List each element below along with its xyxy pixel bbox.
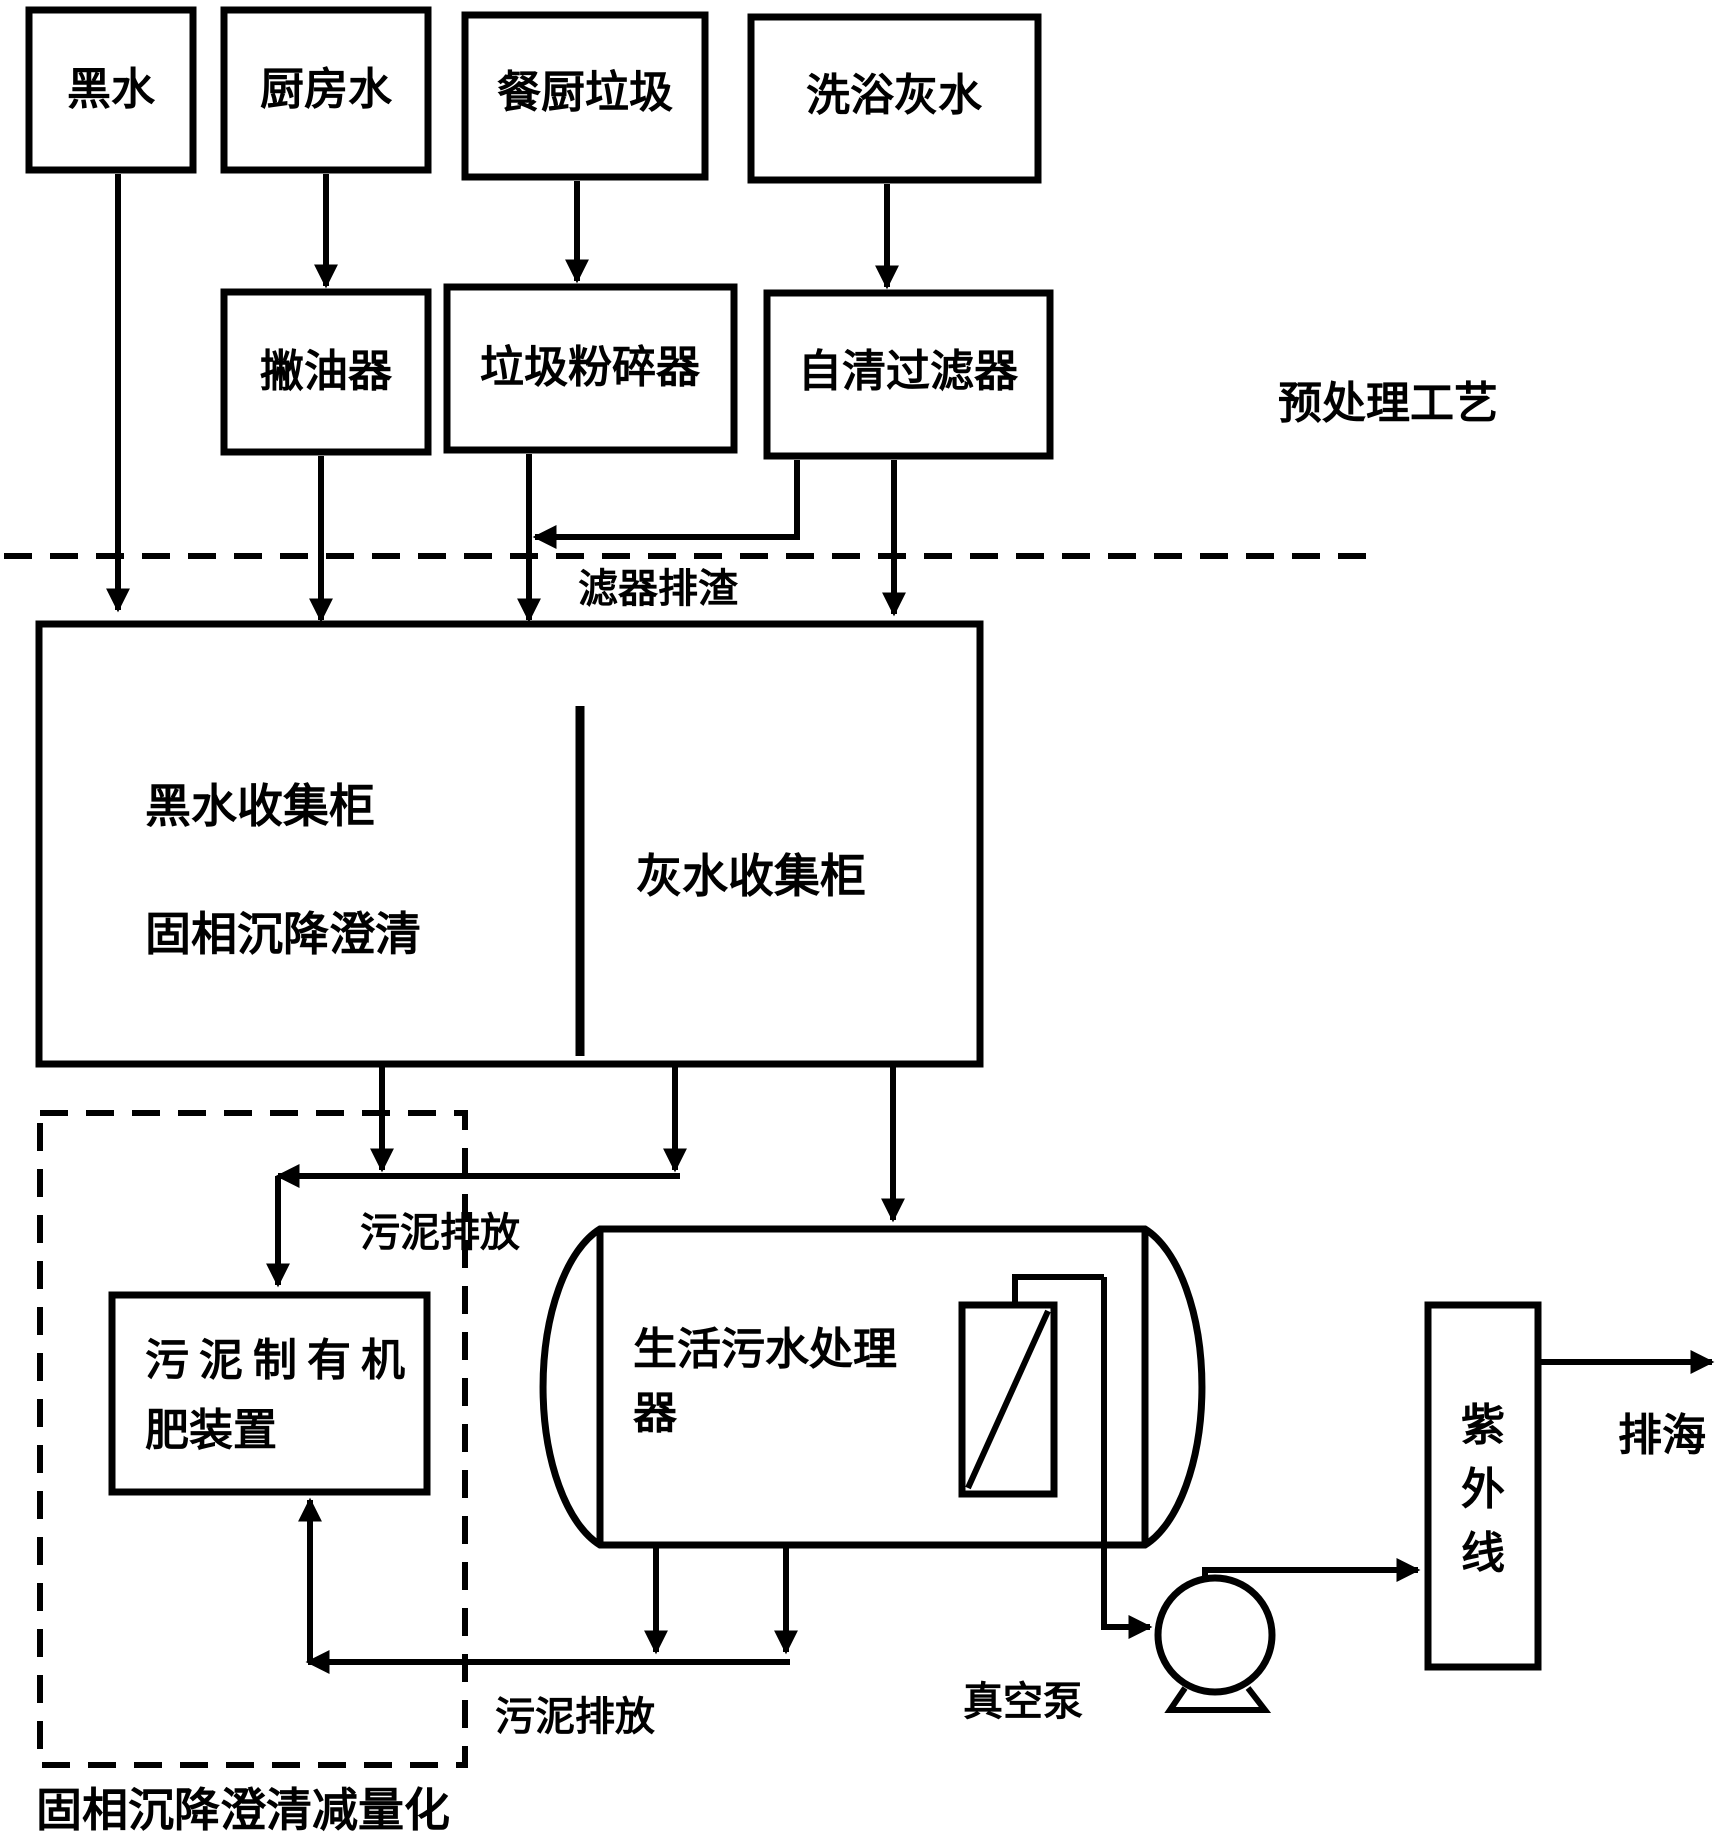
- self-cleaning-filter-label: 自清过滤器: [798, 346, 1019, 397]
- pump-base: [1164, 1686, 1272, 1713]
- sea-discharge-label: 排海: [1618, 1410, 1706, 1461]
- kitchen-water-label: 厨房水: [260, 64, 393, 115]
- food-waste-label: 餐厨垃圾: [497, 67, 673, 118]
- fertilizer-label-line2: 肥装置: [145, 1405, 277, 1456]
- sludge-reduction-region: [37, 1110, 468, 1768]
- garbage-crusher-box: [443, 283, 738, 454]
- oil-skimmer-label: 撇油器: [260, 346, 393, 397]
- black-water-label: 黑水: [67, 64, 156, 115]
- sludge-reduction-label: 固相沉降澄清减量化: [36, 1783, 450, 1837]
- pretreatment-section-label: 预处理工艺: [1278, 378, 1498, 429]
- black-tank-label: 黑水收集柜: [145, 779, 375, 833]
- uv-label-char1: 紫: [1461, 1400, 1505, 1451]
- membrane-top-pipe: [1012, 1274, 1104, 1305]
- arrow-filter-slag-return: [532, 460, 800, 549]
- fertilizer-label-line1: 污泥制有机: [145, 1335, 415, 1386]
- vacuum-pump-label: 真空泵: [963, 1679, 1083, 1725]
- filter-slag-label: 滤器排渣: [578, 566, 739, 612]
- fertilizer-device-box: [108, 1291, 431, 1496]
- treater-label-line1: 生活污水处理: [633, 1324, 897, 1375]
- collection-tank: [35, 620, 984, 1068]
- uv-unit-box: [1424, 1301, 1542, 1671]
- food-waste-box: [461, 11, 709, 181]
- sludge-discharge-lower-label: 污泥排放: [495, 1694, 655, 1740]
- bath-grey-water-label: 洗浴灰水: [806, 70, 983, 121]
- kitchen-water-box: [220, 6, 432, 174]
- uv-label-char3: 线: [1461, 1528, 1505, 1579]
- vacuum-pump: [1154, 1574, 1276, 1696]
- black-water-box: [25, 6, 197, 174]
- bath-grey-water-box: [747, 13, 1042, 184]
- uv-label-char2: 外: [1461, 1464, 1505, 1515]
- garbage-crusher-label: 垃圾粉碎器: [480, 342, 701, 393]
- self-cleaning-filter-box: [763, 289, 1054, 460]
- arrow-pump-to-uv: [1202, 1558, 1421, 1582]
- membrane-diagonal: [965, 1309, 1051, 1490]
- grey-tank-label: 灰水收集柜: [636, 849, 866, 903]
- sludge-discharge-upper-label: 污泥排放: [360, 1210, 520, 1256]
- treater-label-line2: 器: [633, 1388, 678, 1439]
- permeate-to-pump: [1101, 1277, 1153, 1639]
- oil-skimmer-box: [220, 288, 432, 456]
- settling-label: 固相沉降澄清: [145, 907, 421, 961]
